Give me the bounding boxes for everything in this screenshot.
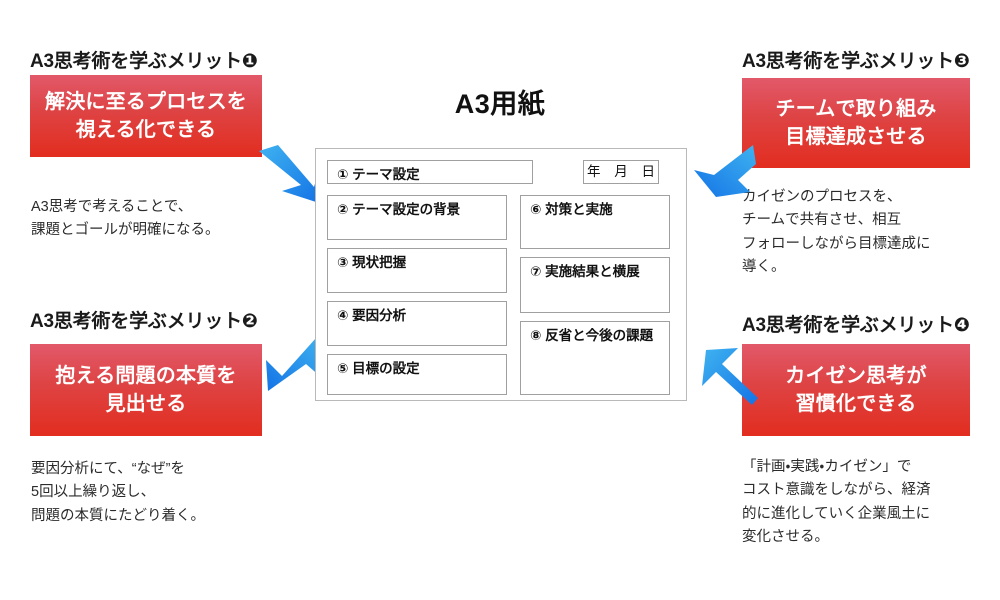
merit-2-heading: A3思考術を学ぶメリット❷ <box>30 311 258 332</box>
a3-cell-goal-setting[interactable]: ⑤ 目標の設定 <box>327 354 507 395</box>
merit-3-description-line-3: フォローしながら目標達成に <box>742 235 931 252</box>
merit-4-description-line-3: 的に進化していく企業風土に <box>742 505 931 522</box>
merit-4-banner-line-1: カイゼン思考が <box>785 364 927 387</box>
merit-3-banner-line-2: 目標達成させる <box>785 126 927 148</box>
a3-cell-background[interactable]: ② テーマ設定の背景 <box>327 195 507 240</box>
merit-3-description-line-1: カイゼンのプロセスを、 <box>742 189 902 205</box>
a3-cell-theme[interactable]: ① テーマ設定 <box>327 160 533 184</box>
merit-2-description-line-2: 5回以上繰り返し、 <box>31 484 156 501</box>
a3-sheet-title: A3用紙 <box>454 89 546 119</box>
merit-3-banner: チームで取り組み 目標達成させる <box>742 78 970 168</box>
merit-2-description: 要因分析にて、“なぜ”を 5回以上繰り返し、 問題の本質にたどり着く。 <box>31 458 205 528</box>
merit-4-banner-line-2: 習慣化できる <box>795 393 917 415</box>
a3-cell-date[interactable]: 年 月 日 <box>583 160 659 184</box>
merit-4-description-line-2: コスト意識をしながら、経済 <box>742 482 931 499</box>
merit-2-banner-line-2: 見出せる <box>105 393 187 415</box>
a3-cell-measures[interactable]: ⑥ 対策と実施 <box>520 195 670 249</box>
merit-1-banner-line-1: 解決に至るプロセスを <box>45 90 247 113</box>
merit-2-description-line-3: 問題の本質にたどり着く。 <box>31 507 205 524</box>
arrow-down-right-icon <box>259 145 320 202</box>
merit-1-banner: 解決に至るプロセスを 視える化できる <box>30 75 262 157</box>
a3-cell-reflection[interactable]: ⑧ 反省と今後の課題 <box>520 321 670 395</box>
a3-cell-factor-analysis[interactable]: ④ 要因分析 <box>327 301 507 346</box>
merit-3-banner-line-1: チームで取り組み <box>775 97 937 120</box>
a3-cell-current-state[interactable]: ③ 現状把握 <box>327 248 507 293</box>
merit-4-heading: A3思考術を学ぶメリット❹ <box>742 315 970 336</box>
merit-1-description-line-2: 課題とゴールが明確になる。 <box>31 222 220 239</box>
merit-3-description: カイゼンのプロセスを、 チームで共有させ、相互 フォローしながら目標達成に 導く… <box>742 186 931 280</box>
merit-2-banner-line-1: 抱える問題の本質を <box>55 364 237 387</box>
merit-3-description-line-2: チームで共有させ、相互 <box>742 212 902 229</box>
merit-3-heading: A3思考術を学ぶメリット❸ <box>742 51 970 72</box>
merit-4-description-line-4: 変化させる。 <box>742 529 829 546</box>
merit-1-description-line-1: A3思考で考えることで、 <box>31 199 193 215</box>
merit-1-heading: A3思考術を学ぶメリット❶ <box>30 51 258 72</box>
merit-1-banner-line-2: 視える化できる <box>75 119 217 141</box>
merit-3-description-line-4: 導く。 <box>742 259 786 276</box>
merit-2-description-line-1: 要因分析にて、“なぜ”を <box>31 461 185 477</box>
merit-4-description: 「計画・実践・カイゼン」で コスト意識をしながら、経済 的に進化していく企業風土… <box>742 456 931 550</box>
merit-2-banner: 抱える問題の本質を 見出せる <box>30 344 262 436</box>
merit-4-banner: カイゼン思考が 習慣化できる <box>742 344 970 436</box>
a3-sheet-panel: ① テーマ設定 年 月 日 ② テーマ設定の背景 ③ 現状把握 ④ 要因分析 ⑤… <box>315 148 687 401</box>
merit-1-description: A3思考で考えることで、 課題とゴールが明確になる。 <box>31 196 220 243</box>
a3-cell-results[interactable]: ⑦ 実施結果と横展 <box>520 257 670 313</box>
merit-4-description-line-1: 「計画・実践・カイゼン」で <box>742 459 912 475</box>
